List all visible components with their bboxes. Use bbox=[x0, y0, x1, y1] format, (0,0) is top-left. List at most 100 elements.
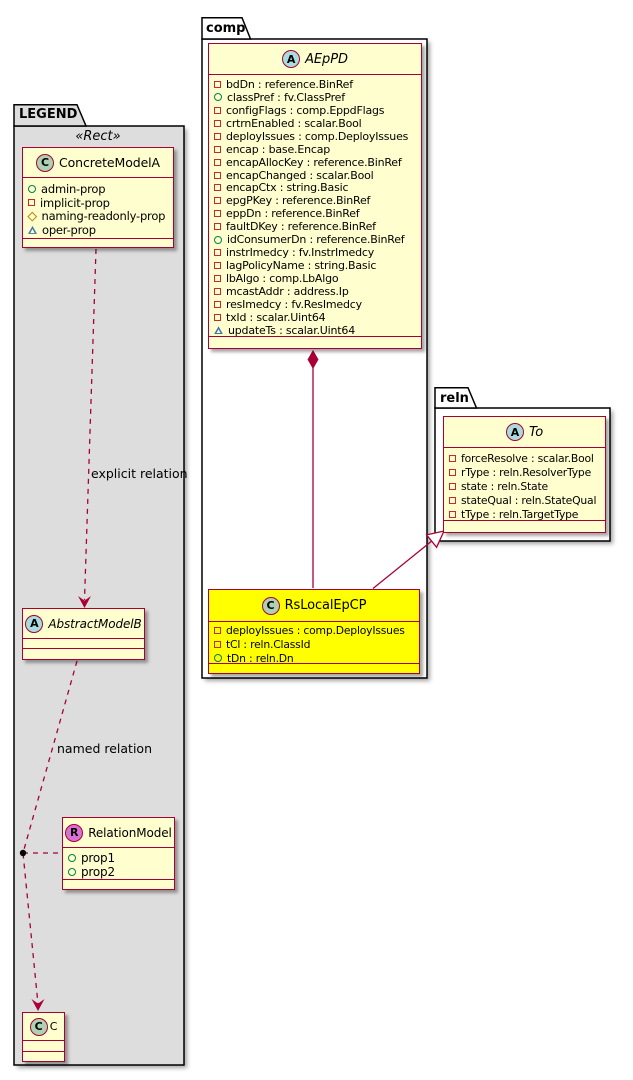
attribute-text: naming-readonly-prop bbox=[41, 209, 166, 224]
visibility-icon bbox=[449, 454, 456, 462]
visibility-icon bbox=[68, 868, 76, 876]
attribute-text: tDn : reln.Dn bbox=[227, 651, 294, 664]
attribute-row: txId : scalar.Uint64 bbox=[214, 311, 417, 324]
attribute-text: stateQual : reln.StateQual bbox=[461, 493, 597, 507]
attribute-row: implicit-prop bbox=[28, 196, 169, 210]
visibility-icon bbox=[214, 171, 221, 179]
class-name: ConcreteModelA bbox=[59, 155, 160, 170]
visibility-icon bbox=[214, 326, 223, 335]
attribute-list: forceResolve : scalar.Bool rType : reln.… bbox=[444, 448, 605, 521]
visibility-icon bbox=[214, 641, 221, 649]
generalization-triangle bbox=[425, 530, 446, 549]
class-name: RsLocalEpCP bbox=[284, 598, 367, 613]
visibility-icon bbox=[449, 468, 456, 476]
abstract-class-icon: A bbox=[25, 614, 44, 633]
visibility-icon bbox=[449, 496, 456, 504]
visibility-icon bbox=[68, 854, 76, 862]
attribute-text: resImedcy : fv.ResImedcy bbox=[226, 297, 362, 311]
attribute-text: tCl : reln.ClassId bbox=[226, 638, 311, 652]
visibility-icon bbox=[214, 262, 221, 270]
methods-compartment bbox=[63, 880, 174, 889]
visibility-icon bbox=[214, 119, 221, 127]
attribute-row: encapCtx : string.Basic bbox=[214, 181, 417, 195]
attribute-text: crtrnEnabled : scalar.Bool bbox=[226, 116, 362, 130]
attribute-row: oper-prop bbox=[28, 223, 169, 237]
attribute-text: encapChanged : scalar.Bool bbox=[226, 168, 374, 182]
class-relationmodel[interactable]: R RelationModel prop1 prop2 bbox=[62, 817, 175, 890]
attribute-text: classPref : fv.ClassPref bbox=[227, 90, 345, 104]
methods-compartment bbox=[209, 337, 421, 348]
attribute-row: admin-prop bbox=[28, 182, 169, 196]
methods-compartment bbox=[23, 239, 173, 247]
attribute-row: forceResolve : scalar.Bool bbox=[449, 451, 601, 465]
attribute-row: lagPolicyName : string.Basic bbox=[214, 259, 417, 272]
explicit-relation-arrowhead bbox=[78, 596, 91, 608]
methods-compartment bbox=[209, 664, 419, 673]
attribute-text: epgPKey : reference.BinRef bbox=[226, 194, 371, 208]
attribute-text: instrImedcy : fv.InstrImedcy bbox=[226, 246, 375, 260]
named-relation-label: named relation bbox=[57, 741, 152, 756]
visibility-icon bbox=[28, 199, 35, 207]
attribute-list: prop1 prop2 bbox=[63, 848, 174, 880]
visibility-icon bbox=[214, 313, 221, 321]
visibility-icon bbox=[214, 287, 221, 295]
attribute-list bbox=[23, 639, 144, 649]
attribute-text: forceResolve : scalar.Bool bbox=[461, 451, 594, 465]
class-aeppd[interactable]: A AEpPD bdDn : reference.BinRef classPre… bbox=[208, 43, 422, 349]
abstract-class-icon: A bbox=[282, 50, 301, 68]
class-concretemodela[interactable]: C ConcreteModelA admin-prop implicit-pro… bbox=[22, 147, 174, 248]
visibility-icon bbox=[27, 211, 37, 221]
attribute-text: encapAllocKey : reference.BinRef bbox=[226, 155, 402, 169]
attribute-text: faultDKey : reference.BinRef bbox=[226, 220, 376, 234]
attribute-row: rType : reln.ResolverType bbox=[449, 465, 601, 479]
visibility-icon bbox=[214, 300, 221, 308]
visibility-icon bbox=[214, 197, 221, 205]
visibility-icon bbox=[214, 132, 221, 140]
attribute-row: lbAlgo : comp.LbAlgo bbox=[214, 272, 417, 285]
attribute-text: eppDn : reference.BinRef bbox=[226, 207, 360, 221]
explicit-relation-label: explicit relation bbox=[91, 466, 188, 481]
class-to[interactable]: A To forceResolve : scalar.Bool rType : … bbox=[443, 416, 606, 533]
attribute-text: lagPolicyName : string.Basic bbox=[226, 259, 377, 273]
attribute-text: encapCtx : string.Basic bbox=[226, 181, 349, 195]
class-abstractmodelb[interactable]: A AbstractModelB bbox=[22, 608, 145, 660]
attribute-row: resImedcy : fv.ResImedcy bbox=[214, 298, 417, 311]
attribute-row: encapAllocKey : reference.BinRef bbox=[214, 156, 417, 169]
attribute-row: encapChanged : scalar.Bool bbox=[214, 169, 417, 182]
class-name: C bbox=[49, 1020, 58, 1033]
attribute-row: mcastAddr : address.Ip bbox=[214, 285, 417, 298]
visibility-icon bbox=[449, 510, 456, 518]
attribute-row: bdDn : reference.BinRef bbox=[214, 78, 417, 91]
visibility-icon bbox=[214, 93, 222, 102]
attribute-row: deployIssues : comp.DeployIssues bbox=[214, 130, 417, 143]
class-abstractmodelb-title: A AbstractModelB bbox=[23, 609, 144, 639]
attribute-text: encap : base.Encap bbox=[226, 142, 331, 156]
attribute-row: naming-readonly-prop bbox=[27, 209, 169, 224]
class-rslocalepcp[interactable]: C RsLocalEpCP deployIssues : comp.Deploy… bbox=[208, 589, 420, 674]
attribute-row: idConsumerDn : reference.BinRef bbox=[214, 233, 417, 246]
attribute-text: updateTs : scalar.Uint64 bbox=[228, 323, 356, 337]
composition-diamond bbox=[307, 350, 319, 369]
reln-package-name: reln bbox=[440, 391, 469, 406]
attribute-text: rType : reln.ResolverType bbox=[461, 465, 592, 479]
attribute-text: implicit-prop bbox=[40, 195, 110, 210]
attribute-row: tCl : reln.ClassId bbox=[214, 638, 415, 652]
attribute-row: state : reln.State bbox=[449, 479, 601, 493]
attribute-row: tDn : reln.Dn bbox=[214, 651, 415, 664]
class-c[interactable]: C C bbox=[22, 1012, 65, 1062]
attribute-row: faultDKey : reference.BinRef bbox=[214, 220, 417, 233]
methods-compartment bbox=[444, 521, 605, 532]
attribute-text: prop1 bbox=[81, 851, 115, 865]
visibility-icon bbox=[214, 106, 221, 114]
attribute-text: oper-prop bbox=[42, 222, 96, 237]
visibility-icon bbox=[28, 184, 36, 193]
legend-stereotype: «Rect» bbox=[75, 129, 121, 144]
class-name: RelationModel bbox=[88, 825, 172, 840]
attribute-list bbox=[23, 1041, 64, 1052]
relation-class-icon: R bbox=[65, 823, 84, 842]
attribute-row: tType : reln.TargetType bbox=[449, 507, 601, 520]
attribute-row: encap : base.Encap bbox=[214, 143, 417, 156]
class-relationmodel-title: R RelationModel bbox=[63, 818, 174, 848]
visibility-icon bbox=[214, 235, 222, 244]
attribute-list: admin-prop implicit-prop naming-readonly… bbox=[23, 178, 173, 239]
